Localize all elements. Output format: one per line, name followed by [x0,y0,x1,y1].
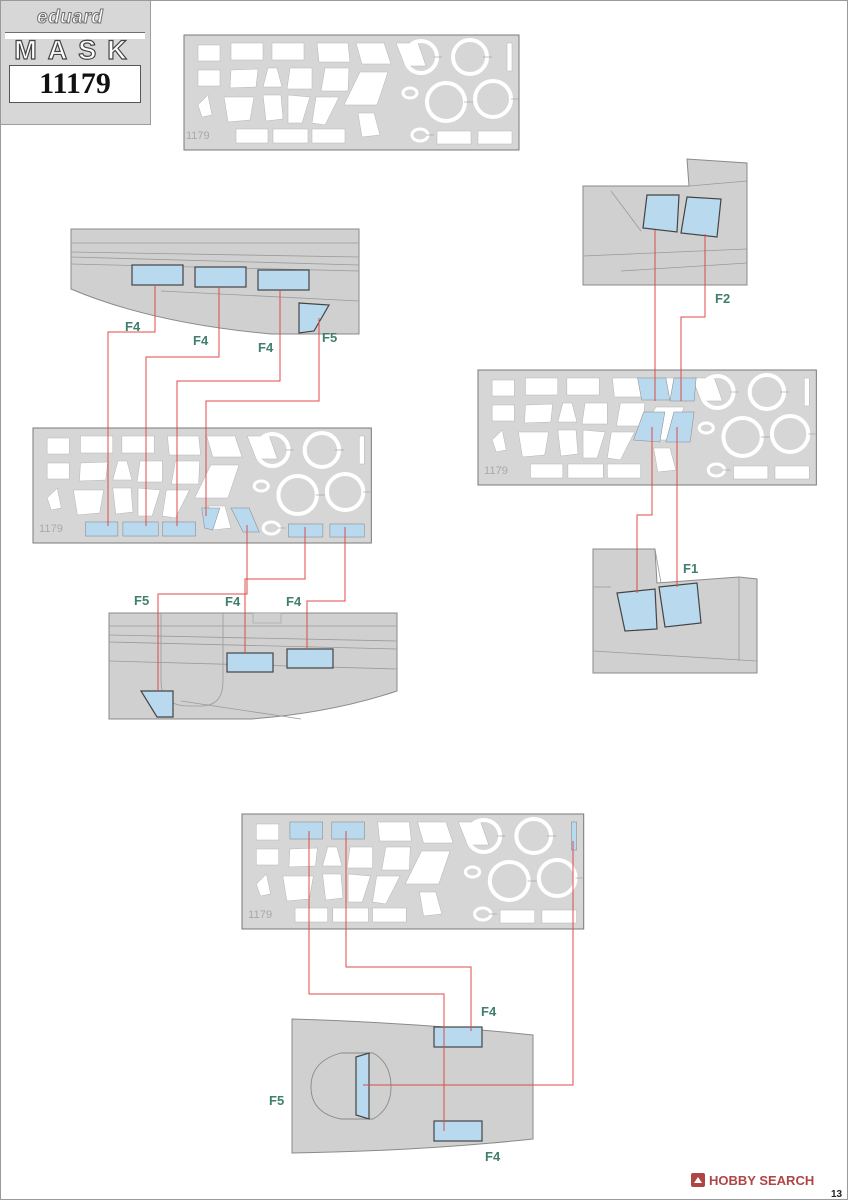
canopy-side-upper [582,158,748,286]
window-mask-f5-lower [139,690,174,718]
page-number: 13 [831,1189,843,1200]
label-f4: F4 [286,594,302,609]
label-f1: F1 [683,561,698,576]
window-mask-f4-bottom [433,1120,483,1142]
label-f4: F4 [125,319,141,334]
leader-lines [107,230,706,1131]
product-code: 11179 [9,65,141,103]
label-f4: F4 [193,333,209,348]
canopy-mask-f1-a [616,588,658,632]
label-f5: F5 [269,1093,284,1108]
watermark-text: HOBBY SEARCH [709,1173,814,1188]
label-f5: F5 [134,593,149,608]
canopy-mask-f1-b [658,582,702,628]
eduard-mask-badge: eduard MASK 11179 [1,1,151,125]
sheet-number: 1179 [248,909,272,921]
sheet-number: 1179 [186,130,210,142]
hobby-search-watermark: HOBBY SEARCH [691,1173,814,1188]
window-mask-f4-4 [226,652,274,673]
mask-sheet-bottom: 1179 [242,814,584,929]
window-mask-f4-1 [131,264,184,286]
label-f4: F4 [481,1004,497,1019]
label-f4: F4 [225,594,241,609]
canopy-side-lower [592,548,758,674]
window-mask-f4-5 [286,648,334,669]
mask-sheet-top: 1179 [182,33,521,152]
label-f5: F5 [322,330,337,345]
window-mask-f4-2 [194,266,247,288]
window-mask-f4-top [433,1026,483,1048]
brand-underline [5,32,145,39]
callouts: F4 F4 F4 F5 F5 F4 F4 F2 F1 F4 F5 F4 [125,291,730,1164]
sheet-number: 1179 [39,523,63,535]
window-mask-f4-3 [257,269,310,291]
label-f2: F2 [715,291,730,306]
mask-sheet-left: 1179 [33,428,371,543]
window-mask-f5 [298,302,331,334]
canopy-mask-f5-top [355,1052,370,1120]
mask-sheet-right: 1179 [478,370,816,485]
brand-logo: eduard [36,7,104,29]
canopy-mask-f2-b [680,196,722,238]
canopy-mask-f2-a [642,194,680,233]
product-line: MASK [14,34,138,65]
fuselage-side-upper [70,228,360,335]
sheet-number: 1179 [484,465,508,477]
label-f4: F4 [485,1149,501,1164]
label-f4: F4 [258,340,274,355]
fuselage-top-view [291,1018,534,1154]
hobby-search-logo-icon [691,1173,705,1187]
fuselage-side-lower [108,612,398,720]
